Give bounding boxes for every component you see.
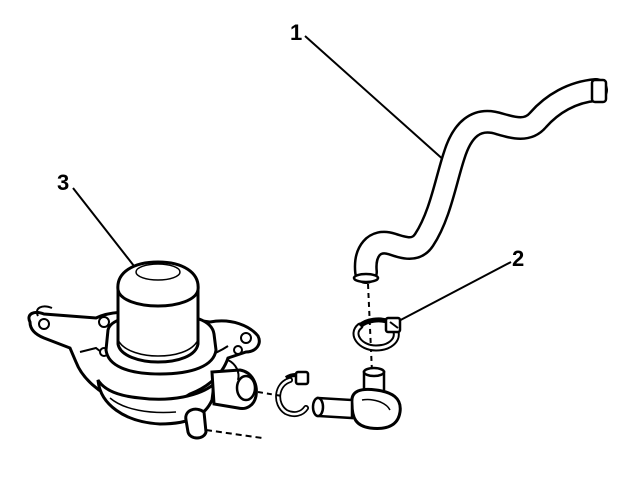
hose-lower-end bbox=[352, 272, 380, 284]
callout-1: 1 bbox=[290, 20, 447, 163]
outlet-clamp bbox=[257, 370, 310, 418]
callout-2: 2 bbox=[392, 246, 524, 325]
callout-1-leader bbox=[304, 35, 447, 163]
assembly-guide-line bbox=[367, 283, 373, 373]
clamp bbox=[352, 316, 402, 352]
hose bbox=[352, 78, 608, 373]
callout-1-label: 1 bbox=[290, 20, 302, 45]
pump bbox=[27, 260, 263, 440]
callout-3-leader bbox=[72, 187, 135, 267]
hose-end-fitting bbox=[590, 78, 608, 104]
callout-3-label: 3 bbox=[57, 170, 69, 195]
callout-2-label: 2 bbox=[512, 246, 524, 271]
callout-2-leader bbox=[392, 261, 512, 325]
elbow-connector bbox=[311, 366, 402, 430]
callout-3: 3 bbox=[57, 170, 135, 267]
